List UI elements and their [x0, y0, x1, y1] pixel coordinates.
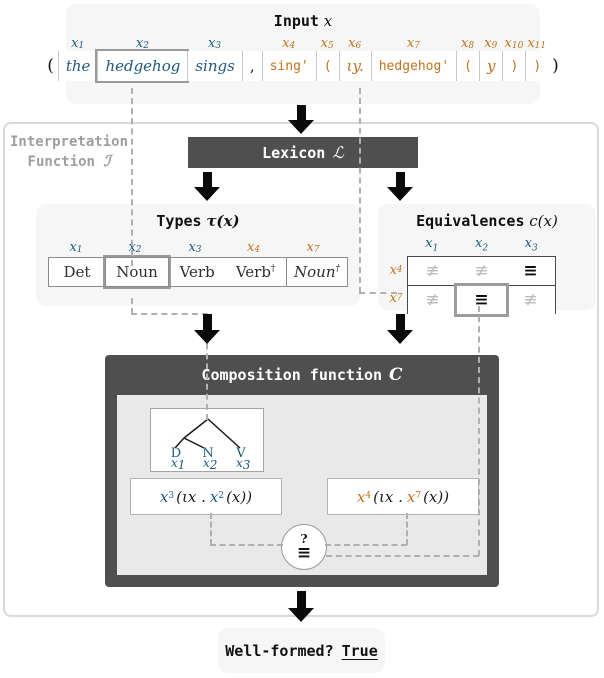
arrow-types-to-composition-icon	[194, 314, 220, 344]
equivalence-check-icon: ? ≡	[281, 524, 327, 570]
dash-equiv-cell-down	[478, 306, 480, 556]
lexicon-bar: Lexicon ℒ	[188, 137, 418, 168]
composition-title: Composition function C	[201, 365, 403, 385]
wellformed-answer: True	[341, 641, 378, 660]
svg-text:D: D	[171, 446, 181, 461]
equivalences-col-headers: x1 x2 x3	[425, 236, 538, 254]
wellformed-box: Well-formed? True	[218, 628, 385, 673]
equivalences-title: Equivalences c(x)	[416, 212, 558, 230]
type-cell-noundagger: Noun†	[286, 257, 348, 287]
arrow-composition-to-output-icon	[288, 591, 314, 622]
type-cell-noun: Noun	[103, 255, 171, 289]
svg-text:x3: x3	[236, 456, 251, 469]
arrow-input-to-lexicon-icon	[288, 105, 314, 134]
dash-noun-down	[131, 298, 133, 314]
input-title: Input x	[273, 12, 333, 30]
type-cell-det: Det	[48, 257, 106, 287]
dash-formula-left-down	[210, 513, 212, 545]
types-cell-row: Det Noun Verb Verb† Noun†	[48, 255, 360, 289]
equivalences-grid: ≢ ≢ ≡ ≢ ≡ ≢	[407, 256, 556, 317]
svg-text:x2: x2	[203, 456, 217, 469]
syntax-tree-icon: D N V x1 x2 x3	[171, 418, 251, 472]
type-cell-verb-verbdagger: Verb Verb†	[168, 257, 287, 287]
dash-noun-across	[131, 313, 208, 315]
dash-noun-to-tree	[206, 313, 208, 420]
equivalences-row-x4: ≢ ≢ ≡	[407, 256, 556, 286]
dash-formula-right-down	[406, 513, 408, 545]
dash-formula-right-to-check	[325, 544, 407, 546]
lexicon-script-l: ℒ	[332, 143, 344, 162]
svg-text:x1: x1	[171, 456, 185, 469]
dash-formula-left-to-check	[210, 544, 283, 546]
dash-x7-to-equiv-row	[359, 292, 397, 294]
arrow-lexicon-to-equivalences-icon	[387, 172, 413, 201]
svg-text:N: N	[202, 446, 213, 461]
arrow-lexicon-to-types-icon	[194, 172, 220, 201]
token-comma: ,	[241, 32, 262, 81]
equivalence-highlighted-cell: ≡	[454, 283, 509, 317]
svg-text:V: V	[235, 446, 246, 461]
dash-x2-input-to-noun	[131, 88, 133, 266]
equivalences-row-x7: ≢ ≡ ≢	[407, 283, 556, 317]
interpretation-label: Interpretation Function ℐ	[10, 134, 129, 170]
dash-x7-input-down	[359, 88, 361, 293]
types-title: Types τ(x)	[156, 212, 240, 230]
outer-open-paren: (	[47, 56, 54, 76]
dash-equiv-to-check	[326, 555, 479, 557]
outer-close-paren: )	[552, 56, 559, 76]
arrow-equivalences-to-composition-icon	[387, 314, 413, 344]
wellformed-question: Well-formed?	[225, 641, 334, 660]
